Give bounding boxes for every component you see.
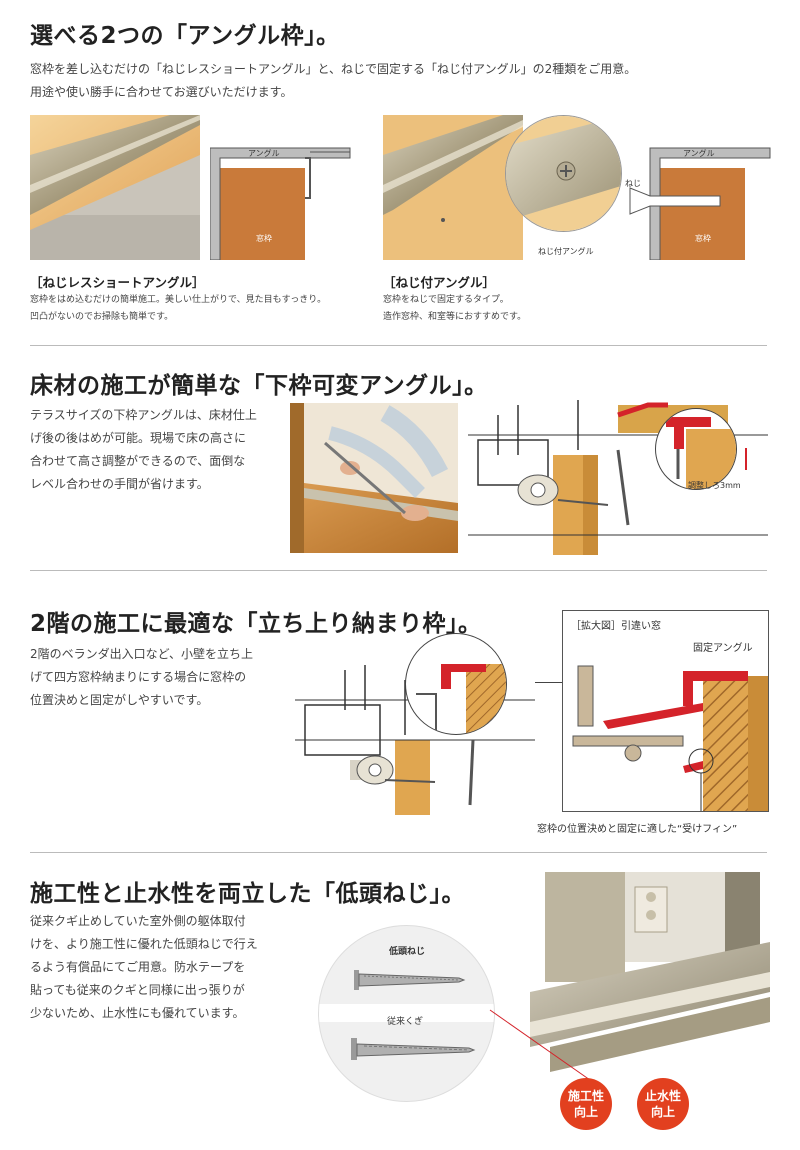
screw-caption-body: 窓枠をねじで固定するタイプ。 造作窓枠、和室等におすすめです。 (383, 292, 526, 326)
screwless-angle-label: アングル (248, 149, 280, 158)
section2-body: テラスサイズの下枠アングルは、床材仕上 げ後の後はめが可能。現場で床の高さに 合… (30, 404, 275, 496)
section3-body-line1: 2階のベランダ出入口など、小壁を立ち上 (30, 647, 254, 661)
screw-frame-label: 窓枠 (695, 234, 711, 243)
section4-body-line1: 従来クギ止めしていた室外側の躯体取付 (30, 914, 246, 928)
screw-caption-title: ［ねじ付アングル］ (383, 275, 496, 290)
nail-type-label: 従来くぎ (387, 1017, 424, 1027)
badge-workability-line2: 向上 (573, 1105, 598, 1119)
screw-caption-line1: 窓枠をねじで固定するタイプ。 (383, 295, 509, 305)
screw-caption-line2: 造作窓枠、和室等におすすめです。 (383, 312, 527, 322)
rise-frame-diagram (295, 640, 535, 815)
badge-workability-line1: 施工性 (567, 1089, 604, 1103)
screw-comparison-circle: 低頭ねじ 従来くぎ (318, 925, 495, 1102)
inset-angle-label: 固定アングル (693, 643, 753, 654)
section1-intro-line2: 用途や使い勝手に合わせてお選びいただけます。 (30, 85, 293, 99)
screw-angle-diagram: アングル ねじ 窓枠 (625, 138, 775, 261)
screwless-angle-diagram: アングル 窓枠 (209, 138, 355, 261)
section3-body-line3: 位置決めと固定がしやすいです。 (30, 693, 209, 707)
screwless-caption-line1: 窓枠をはめ込むだけの簡単施工。美しい仕上がりで、見た目もすっきり。 (30, 295, 327, 305)
section4-body-line5: 少ないため、止水性にも優れています。 (30, 1006, 245, 1020)
section4-body-line3: るよう有償品にてご用意。防水テープを (30, 960, 246, 974)
adjust-zoom-circle (655, 408, 737, 490)
divider-3 (30, 852, 767, 853)
section2-body-line3: 合わせて高さ調整ができるので、面倒な (30, 454, 246, 468)
section3-body-line2: げて四方窓枠納まりにする場合に窓枠の (30, 670, 247, 684)
section4-body: 従来クギ止めしていた室外側の躯体取付 けを、より施工性に優れた低頭ねじで行え る… (30, 910, 280, 1025)
screwless-caption-body: 窓枠をはめ込むだけの簡単施工。美しい仕上がりで、見た目もすっきり。 凹凸がないの… (30, 292, 326, 326)
screw-angle-photo (383, 115, 523, 260)
section2-title: 床材の施工が簡単な「下枠可変アングル」。 (30, 373, 488, 399)
section3-body: 2階のベランダ出入口など、小壁を立ち上 げて四方窓枠納まりにする場合に窓枠の 位… (30, 643, 275, 712)
fin-label: 窓枠の位置決めと固定に適した“受けフィン” (537, 824, 738, 835)
section2-body-line2: げ後の後はめが可能。現場で床の高さに (30, 431, 247, 445)
divider-2 (30, 570, 767, 571)
section4-body-line2: けを、より施工性に優れた低頭ねじで行え (30, 937, 258, 951)
screwless-caption-line2: 凹凸がないのでお掃除も簡単です。 (30, 312, 174, 322)
section2-body-line1: テラスサイズの下枠アングルは、床材仕上 (30, 408, 257, 422)
adjust-marker (745, 448, 747, 470)
badge-watertight-line1: 止水性 (644, 1089, 681, 1103)
section4-body-line4: 貼っても従来のクギと同様に出っ張りが (30, 983, 245, 997)
screw-zoom-label: ねじ付アングル (538, 247, 594, 256)
badge-watertight: 止水性 向上 (637, 1078, 689, 1130)
screw-label: ねじ (625, 179, 641, 188)
pointer-line (489, 1009, 591, 1081)
badge-watertight-line2: 向上 (650, 1105, 675, 1119)
inset-title: ［拡大図］引違い窓 (571, 621, 661, 632)
badge-workability: 施工性 向上 (560, 1078, 612, 1130)
section4-title: 施工性と止水性を両立した「低頭ねじ」。 (30, 881, 465, 907)
screw-zoom-circle (505, 115, 622, 232)
divider-1 (30, 345, 767, 346)
screw-angle-label: アングル (683, 149, 715, 158)
screwless-angle-photo (30, 115, 200, 260)
section2-body-line4: レベル合わせの手間が省けます。 (30, 477, 209, 491)
section1-title: 選べる2つの「アングル枠」。 (30, 23, 340, 49)
rise-zoom-circle (405, 633, 507, 735)
screwless-caption-title: ［ねじレスショートアングル］ (30, 275, 205, 290)
screwless-frame-label: 窓枠 (256, 234, 272, 243)
installation-photo (290, 403, 458, 553)
adjust-label: 調整しろ3mm (688, 481, 741, 490)
screw-type-label: 低頭ねじ (389, 947, 426, 957)
frame-photo (530, 872, 770, 1082)
section3-title: 2階の施工に最適な「立ち上り納まり枠」。 (30, 611, 482, 637)
enlarged-inset: ［拡大図］引違い窓 固定アングル (562, 610, 769, 812)
section1-intro-line1: 窓枠を差し込むだけの「ねじレスショートアングル」と、ねじで固定する「ねじ付アング… (30, 62, 637, 76)
zoom-connector (535, 682, 562, 683)
section1-intro: 窓枠を差し込むだけの「ねじレスショートアングル」と、ねじで固定する「ねじ付アング… (30, 58, 790, 104)
